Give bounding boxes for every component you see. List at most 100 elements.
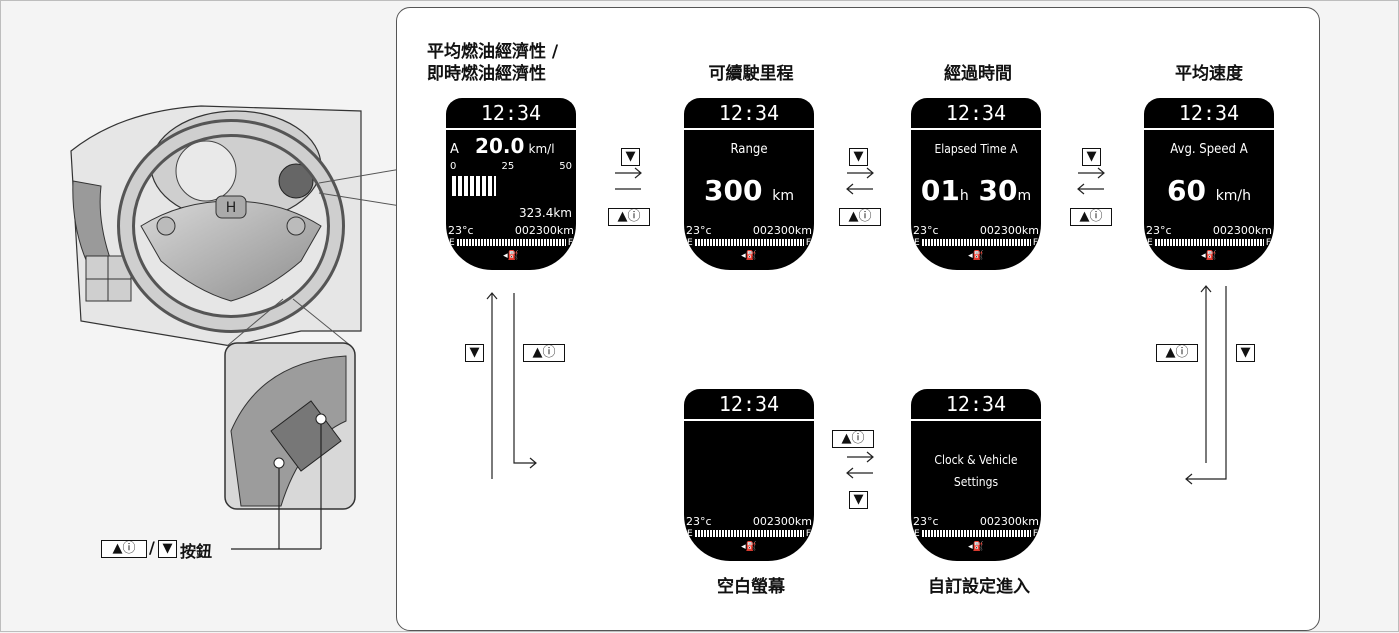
custom-line2: Settings	[953, 475, 999, 489]
elapsed-h-unit: h	[959, 188, 969, 204]
up-info-symbol-1: ▲ⓘ	[608, 208, 650, 226]
display-clock: 12:34	[945, 101, 1007, 125]
range-big-row: 300 km	[684, 174, 814, 207]
fuel-full-label: F	[567, 237, 573, 248]
steering-wheel-illustration: H	[70, 105, 396, 550]
temperature: 23°c	[913, 224, 939, 237]
title-elapsed-time: 經過時間	[944, 64, 1012, 84]
elapsed-label: Elapsed Time A	[934, 142, 1018, 156]
display-rule	[684, 128, 814, 130]
custom-line1: Clock & Vehicle	[934, 453, 1018, 467]
temperature: 23°c	[448, 224, 474, 237]
down-symbol-1: ▼	[621, 148, 640, 166]
avg-speed-value: 60	[1166, 174, 1206, 207]
down-symbol-6: ▼	[1236, 344, 1255, 362]
title-blank-screen: 空白螢幕	[717, 577, 785, 597]
odometer: 002300km	[979, 515, 1039, 528]
display-elapsed-time: 12:34 Elapsed Time A 01h 30m 23°c 002300k…	[911, 98, 1041, 270]
down-button-symbol: ▼	[158, 540, 177, 558]
display-footer: 23°c 002300km	[448, 224, 574, 237]
down-symbol-4: ▼	[849, 491, 868, 509]
fuel-gauge-bar	[921, 239, 1031, 246]
display-clock: 12:34	[945, 392, 1007, 416]
title-average-speed: 平均速度	[1175, 64, 1243, 84]
fuel-economy-row: A 20.0 km/l	[450, 134, 572, 158]
display-rule	[911, 128, 1041, 130]
fuel-pump-icon: ◂⛽	[741, 542, 757, 552]
fuel-full-label: F	[805, 237, 811, 248]
up-info-button-symbol: ▲ⓘ	[101, 540, 147, 558]
odometer: 002300km	[1212, 224, 1272, 237]
up-info-symbol-4: ▲ⓘ	[832, 430, 874, 448]
elapsed-m-unit: m	[1017, 188, 1032, 204]
title-fuel-economy-line2: 即時燃油經濟性	[427, 64, 546, 84]
trip-label: A	[450, 142, 459, 157]
fuel-empty-label: E	[449, 237, 455, 248]
odometer: 002300km	[514, 224, 574, 237]
temperature: 23°c	[913, 515, 939, 528]
fuel-pump-icon: ◂⛽	[1201, 251, 1217, 261]
odometer: 002300km	[752, 515, 812, 528]
display-rule	[446, 128, 576, 130]
fuel-empty-label: E	[687, 528, 693, 539]
fuel-empty-label: E	[1147, 237, 1153, 248]
fuel-full-label: F	[1032, 528, 1038, 539]
fuel-full-label: F	[805, 528, 811, 539]
fuel-gauge-bar	[921, 530, 1031, 537]
fuel-pump-icon: ◂⛽	[503, 251, 519, 261]
fuel-empty-label: E	[687, 237, 693, 248]
fuel-empty-label: E	[914, 237, 920, 248]
title-custom-settings: 自訂設定進入	[928, 577, 1030, 597]
display-rule	[684, 419, 814, 421]
fuel-pump-icon: ◂⛽	[968, 251, 984, 261]
range-value: 323.4km	[519, 206, 572, 220]
display-rule	[1144, 128, 1274, 130]
avg-speed-big-row: 60 km/h	[1144, 174, 1274, 207]
display-clock: 12:34	[718, 101, 780, 125]
elapsed-hours: 01	[920, 174, 960, 207]
display-clock: 12:34	[718, 392, 780, 416]
elapsed-minutes: 30	[978, 174, 1018, 207]
display-footer: 23°c 002300km	[913, 515, 1039, 528]
fuel-economy-scale: 0 25 50	[450, 161, 572, 172]
range-big-value: 300	[704, 174, 763, 207]
up-info-symbol-2: ▲ⓘ	[839, 208, 881, 226]
avg-speed-label: Avg. Speed A	[1170, 142, 1248, 157]
scale-tick-50: 50	[559, 161, 572, 172]
instant-fuel-bar	[452, 176, 496, 196]
range-value-row: 323.4km	[450, 206, 572, 220]
fuel-gauge-bar	[694, 239, 804, 246]
title-fuel-economy-line1: 平均燃油經濟性 /	[427, 42, 559, 62]
slash-separator: /	[149, 538, 155, 557]
fuel-empty-label: E	[914, 528, 920, 539]
down-symbol-3: ▼	[1082, 148, 1101, 166]
temperature: 23°c	[1146, 224, 1172, 237]
fuel-gauge-bar	[456, 239, 566, 246]
fuel-gauge-bar	[694, 530, 804, 537]
fuel-full-label: F	[1265, 237, 1271, 248]
odometer: 002300km	[979, 224, 1039, 237]
display-footer: 23°c 002300km	[913, 224, 1039, 237]
up-info-symbol-3: ▲ⓘ	[1070, 208, 1112, 226]
odometer: 002300km	[752, 224, 812, 237]
down-symbol-2: ▼	[849, 148, 868, 166]
elapsed-big-row: 01h 30m	[911, 174, 1041, 207]
up-info-symbol-5: ▲ⓘ	[523, 344, 565, 362]
avg-speed-unit: km/h	[1215, 188, 1252, 204]
button-label-text: 按鈕	[180, 542, 213, 561]
temperature: 23°c	[686, 224, 712, 237]
fuel-pump-icon: ◂⛽	[968, 542, 984, 552]
display-footer: 23°c 002300km	[686, 224, 812, 237]
fuel-pump-icon: ◂⛽	[741, 251, 757, 261]
